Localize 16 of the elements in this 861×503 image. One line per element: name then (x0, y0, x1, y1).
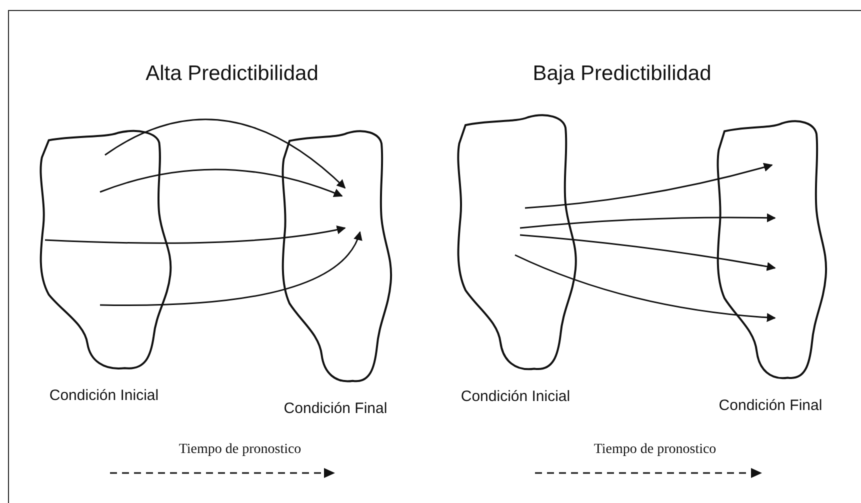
arrow (44, 225, 346, 244)
arrow (100, 168, 343, 198)
region-label: Condición Final (284, 400, 388, 417)
arrow (520, 213, 776, 229)
panel-title: Baja Predictibilidad (532, 62, 712, 86)
arrow (104, 118, 346, 189)
arrow (514, 254, 776, 322)
panel-title: Alta Predictibilidad (144, 62, 320, 86)
arrow (520, 234, 776, 271)
region-label: Condición Inicial (460, 388, 570, 405)
region-label: Condición Final (718, 397, 822, 414)
axis-label: Tiempo de pronostico (592, 442, 718, 458)
arrow (100, 231, 362, 306)
region-label: Condición Inicial (49, 387, 159, 404)
axis-label: Tiempo de pronostico (178, 442, 302, 458)
arrow (524, 162, 773, 209)
